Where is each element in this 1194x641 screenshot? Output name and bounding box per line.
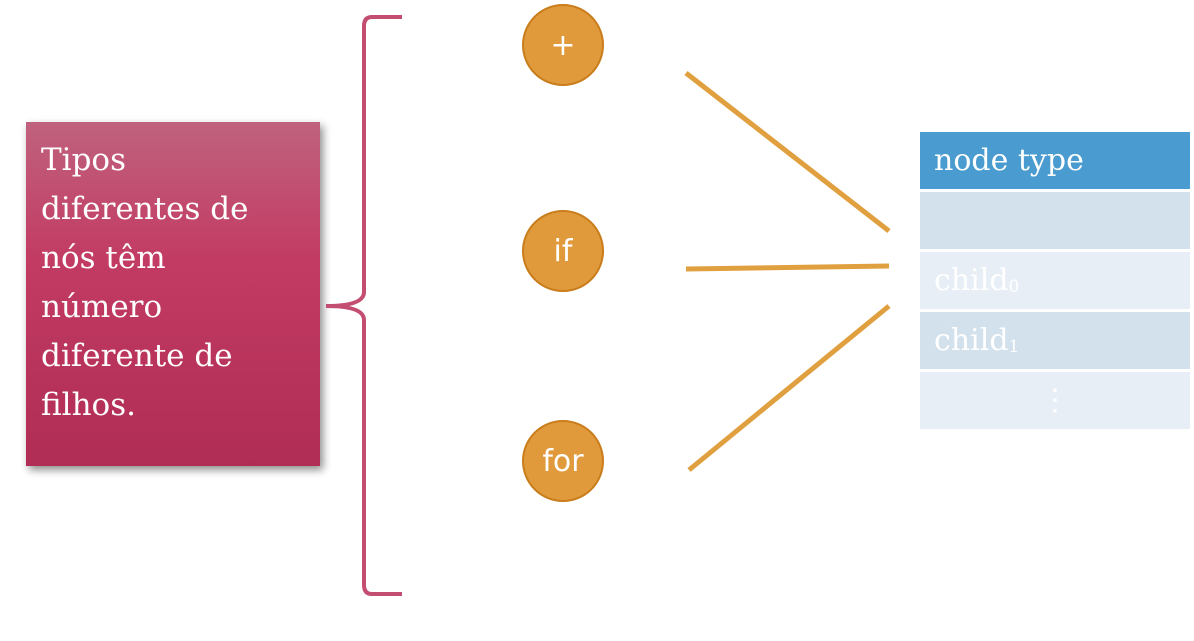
- wire-for: [687, 304, 891, 472]
- note-box: Tipos diferentes de nós têm número difer…: [26, 122, 320, 466]
- wire-plus: [684, 71, 891, 233]
- child0-subscript: 0: [1008, 276, 1020, 297]
- struct-field-empty: [920, 192, 1190, 249]
- note-text: Tipos diferentes de nós têm número difer…: [41, 142, 249, 423]
- wire-if: [685, 263, 890, 272]
- child1-subscript: 1: [1008, 336, 1020, 357]
- node-for: for: [522, 420, 604, 502]
- ellipsis-icon: ⋮: [1040, 382, 1070, 418]
- struct-header: node type: [920, 132, 1190, 189]
- struct-field-more: ⋮: [920, 372, 1190, 429]
- child0-label: child: [934, 263, 1009, 298]
- child1-label: child: [934, 323, 1009, 358]
- node-plus: +: [522, 4, 604, 86]
- struct-header-label: node type: [934, 143, 1084, 178]
- curly-brace: [325, 15, 402, 596]
- node-if: if: [522, 210, 604, 292]
